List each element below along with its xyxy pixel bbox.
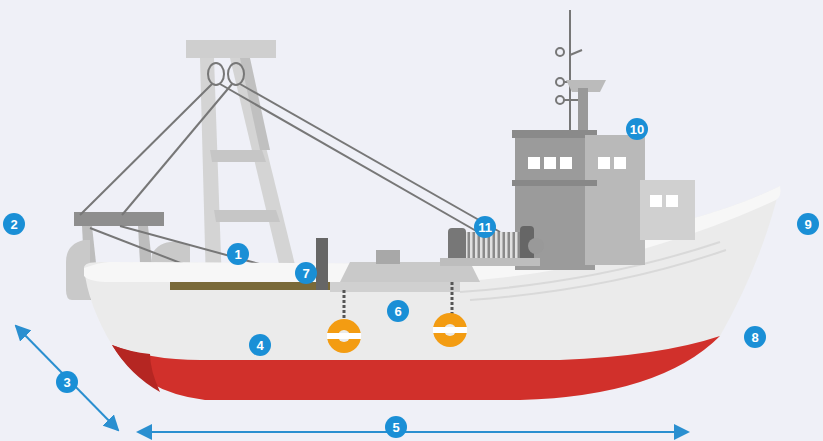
lifebuoys <box>327 282 467 353</box>
callout-number: 11 <box>474 216 496 238</box>
callout-number: 5 <box>385 416 407 438</box>
callout-number: 7 <box>295 262 317 284</box>
callout-number: 2 <box>3 213 25 235</box>
callout-number: 3 <box>56 371 78 393</box>
callout-number: 1 <box>227 243 249 265</box>
callout-number: 10 <box>626 118 648 140</box>
dimension-arrows <box>16 326 688 432</box>
callout-number: 9 <box>797 213 819 235</box>
cables <box>80 63 500 286</box>
callout-number: 6 <box>387 300 409 322</box>
callout-number: 4 <box>249 334 271 356</box>
callout-number: 8 <box>744 326 766 348</box>
wheelhouse <box>512 10 695 270</box>
